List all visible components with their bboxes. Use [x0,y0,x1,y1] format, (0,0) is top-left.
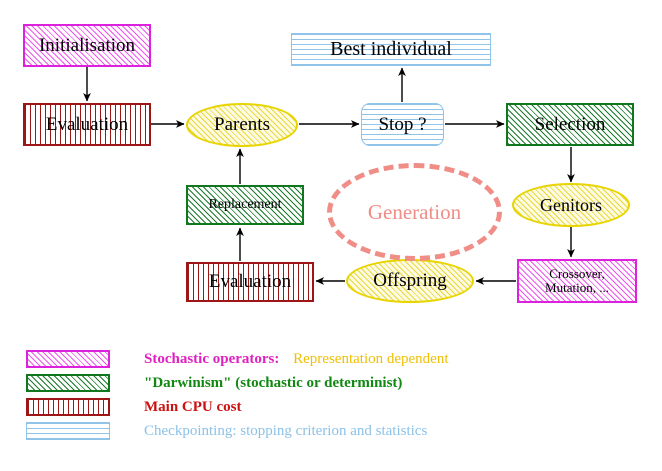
legend-swatch-cpu [26,398,110,416]
legend-label-checkpointing: Checkpointing: stopping criterion and st… [144,422,428,439]
node-selection[interactable]: Selection [506,103,634,146]
legend-row-darwinism: "Darwinism" (stochastic or determinist) [26,372,402,394]
legend-swatch-stochastic [26,350,110,368]
node-genitors-label: Genitors [540,194,602,215]
generation-boundary: Generation [327,163,502,261]
node-genitors[interactable]: Genitors [512,183,630,227]
legend-label-cpu: Main CPU cost [144,398,242,415]
node-parents[interactable]: Parents [186,103,298,147]
legend-label-darwinism: "Darwinism" (stochastic or determinist) [144,374,403,391]
node-evaluation-top-label: Evaluation [45,113,129,135]
node-replacement[interactable]: Replacement [186,185,304,225]
generation-label: Generation [367,199,462,224]
node-best-individual[interactable]: Best individual [291,33,491,66]
node-evaluation-top[interactable]: Evaluation [23,103,151,146]
legend-label-stochastic: Stochastic operators: [144,350,280,367]
legend: Stochastic operators: Representation dep… [0,338,662,458]
legend-label-representation-dependent: Representation dependent [293,350,449,367]
node-stop[interactable]: Stop ? [361,103,444,146]
legend-swatch-checkpointing [26,422,110,440]
legend-label-stochastic-wrap: Stochastic operators: Representation dep… [144,351,449,368]
node-best-individual-label: Best individual [330,38,452,60]
node-replacement-label: Replacement [208,196,282,212]
legend-swatch-darwinism [26,374,110,392]
node-offspring[interactable]: Offspring [346,259,474,303]
legend-row-checkpointing: Checkpointing: stopping criterion and st… [26,420,427,442]
node-initialisation[interactable]: Initialisation [23,24,151,67]
legend-row-cpu: Main CPU cost [26,396,242,418]
node-stop-label: Stop ? [378,113,427,135]
node-parents-label: Parents [214,114,270,136]
legend-row-stochastic: Stochastic operators: Representation dep… [26,348,449,370]
node-crossover-mutation[interactable]: Crossover, Mutation, ... [517,259,637,303]
node-selection-label: Selection [534,113,606,135]
node-evaluation-bottom-label: Evaluation [208,271,292,293]
node-evaluation-bottom[interactable]: Evaluation [186,262,314,302]
node-crossover-mutation-label: Crossover, Mutation, ... [545,266,609,295]
node-offspring-label: Offspring [373,270,447,292]
node-initialisation-label: Initialisation [38,34,136,56]
